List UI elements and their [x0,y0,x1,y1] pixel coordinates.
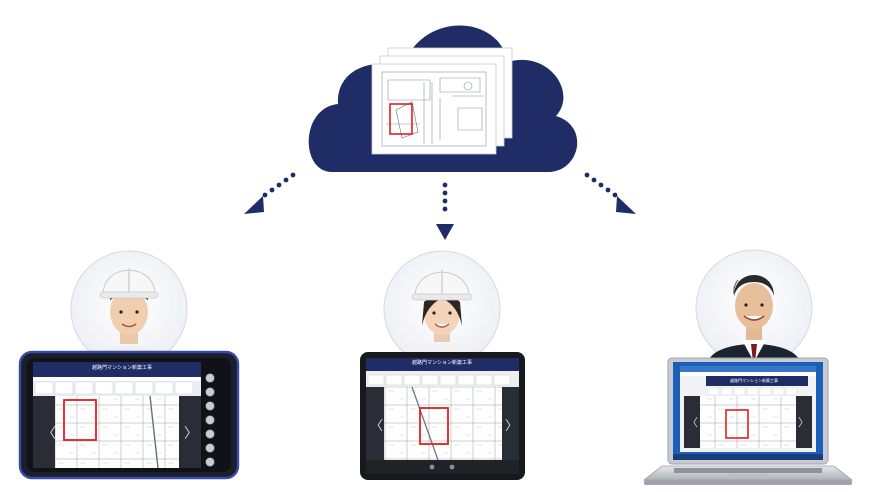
svg-text:〈: 〈 [370,419,383,434]
arrow-down-right-icon [584,172,636,214]
avatar-worker-center [383,250,501,368]
center-screen-title: 越路門マンション新築工事 [412,360,473,366]
avatar-worker-left [70,250,188,368]
arrow-down-left-icon [244,172,296,214]
laptop-device: 〈 〉 [642,357,854,485]
rugged-tablet-side-buttons [205,373,215,467]
rugged-tablet-device: 〈 〉 [18,350,240,480]
drawing-sheets-stack [371,47,513,155]
svg-text:〉: 〉 [505,419,518,434]
svg-text:〈: 〈 [42,426,56,442]
tablet-device: 〈 〉 [360,352,525,480]
avatar-manager-right [695,249,813,367]
arrow-down-icon [436,182,454,240]
left-screen-title: 越路門マンション新築工事 [92,365,153,371]
highlight-box [389,103,413,135]
svg-text:〉: 〉 [184,426,198,442]
right-screen-title: 越路門マンション新築工事 [730,378,778,383]
svg-text:〉: 〉 [798,416,809,429]
svg-text:〈: 〈 [687,416,698,429]
